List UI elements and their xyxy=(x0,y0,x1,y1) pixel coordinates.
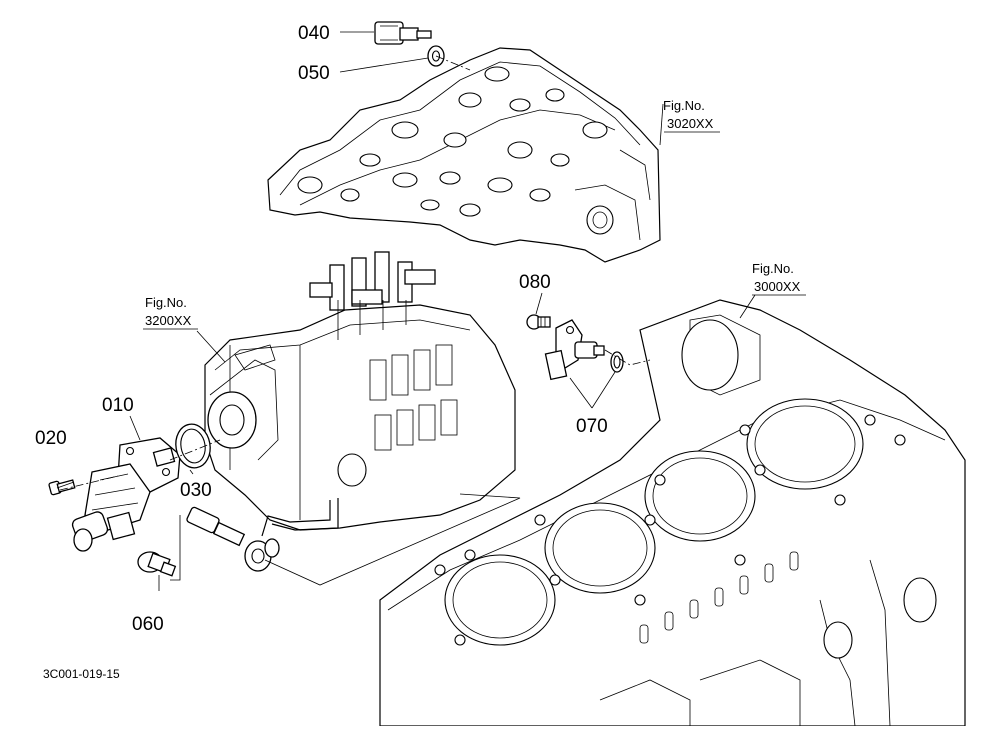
part-080-bolt xyxy=(526,314,551,330)
part-040-sensor xyxy=(374,21,432,45)
fig-ref-3020xx[interactable]: Fig.No. 3020XX xyxy=(663,98,720,133)
leader-lines xyxy=(56,31,756,591)
part-labels: 040 050 080 010 020 030 070 060 xyxy=(35,23,608,635)
banjo-fitting-drawing xyxy=(186,506,280,572)
fig-ref-3200xx-number: 3200XX xyxy=(145,313,192,328)
figure-references: Fig.No. 3020XX Fig.No. 3200XX Fig.No. 30… xyxy=(143,98,806,330)
part-060-switch xyxy=(137,551,177,577)
label-part-050: 050 xyxy=(298,63,330,84)
label-part-070: 070 xyxy=(576,416,608,437)
fig-ref-3200xx[interactable]: Fig.No. 3200XX xyxy=(143,295,198,330)
label-part-010: 010 xyxy=(102,395,134,416)
part-010-solenoid xyxy=(71,437,181,552)
part-020-bolt xyxy=(48,479,76,496)
footer-code: 3C001-019-15 xyxy=(43,667,120,681)
cylinder-block-drawing xyxy=(379,299,966,727)
fig-ref-3000xx-title: Fig.No. xyxy=(752,261,794,276)
part-070-sensor xyxy=(544,319,605,381)
fig-ref-3020xx-number: 3020XX xyxy=(667,116,714,131)
cylinder-head-drawing xyxy=(267,47,661,263)
label-part-060: 060 xyxy=(132,614,164,635)
injection-pump-drawing xyxy=(204,251,516,537)
fig-ref-3200xx-title: Fig.No. xyxy=(145,295,187,310)
label-part-020: 020 xyxy=(35,428,67,449)
fig-ref-3000xx[interactable]: Fig.No. 3000XX xyxy=(752,261,806,296)
fig-ref-3020xx-title: Fig.No. xyxy=(663,98,705,113)
fig-ref-3000xx-number: 3000XX xyxy=(754,279,801,294)
label-part-040: 040 xyxy=(298,23,330,44)
part-030-o-ring xyxy=(175,423,211,469)
label-part-030: 030 xyxy=(180,480,212,501)
label-part-080: 080 xyxy=(519,272,551,293)
part-070-o-ring xyxy=(610,351,624,373)
